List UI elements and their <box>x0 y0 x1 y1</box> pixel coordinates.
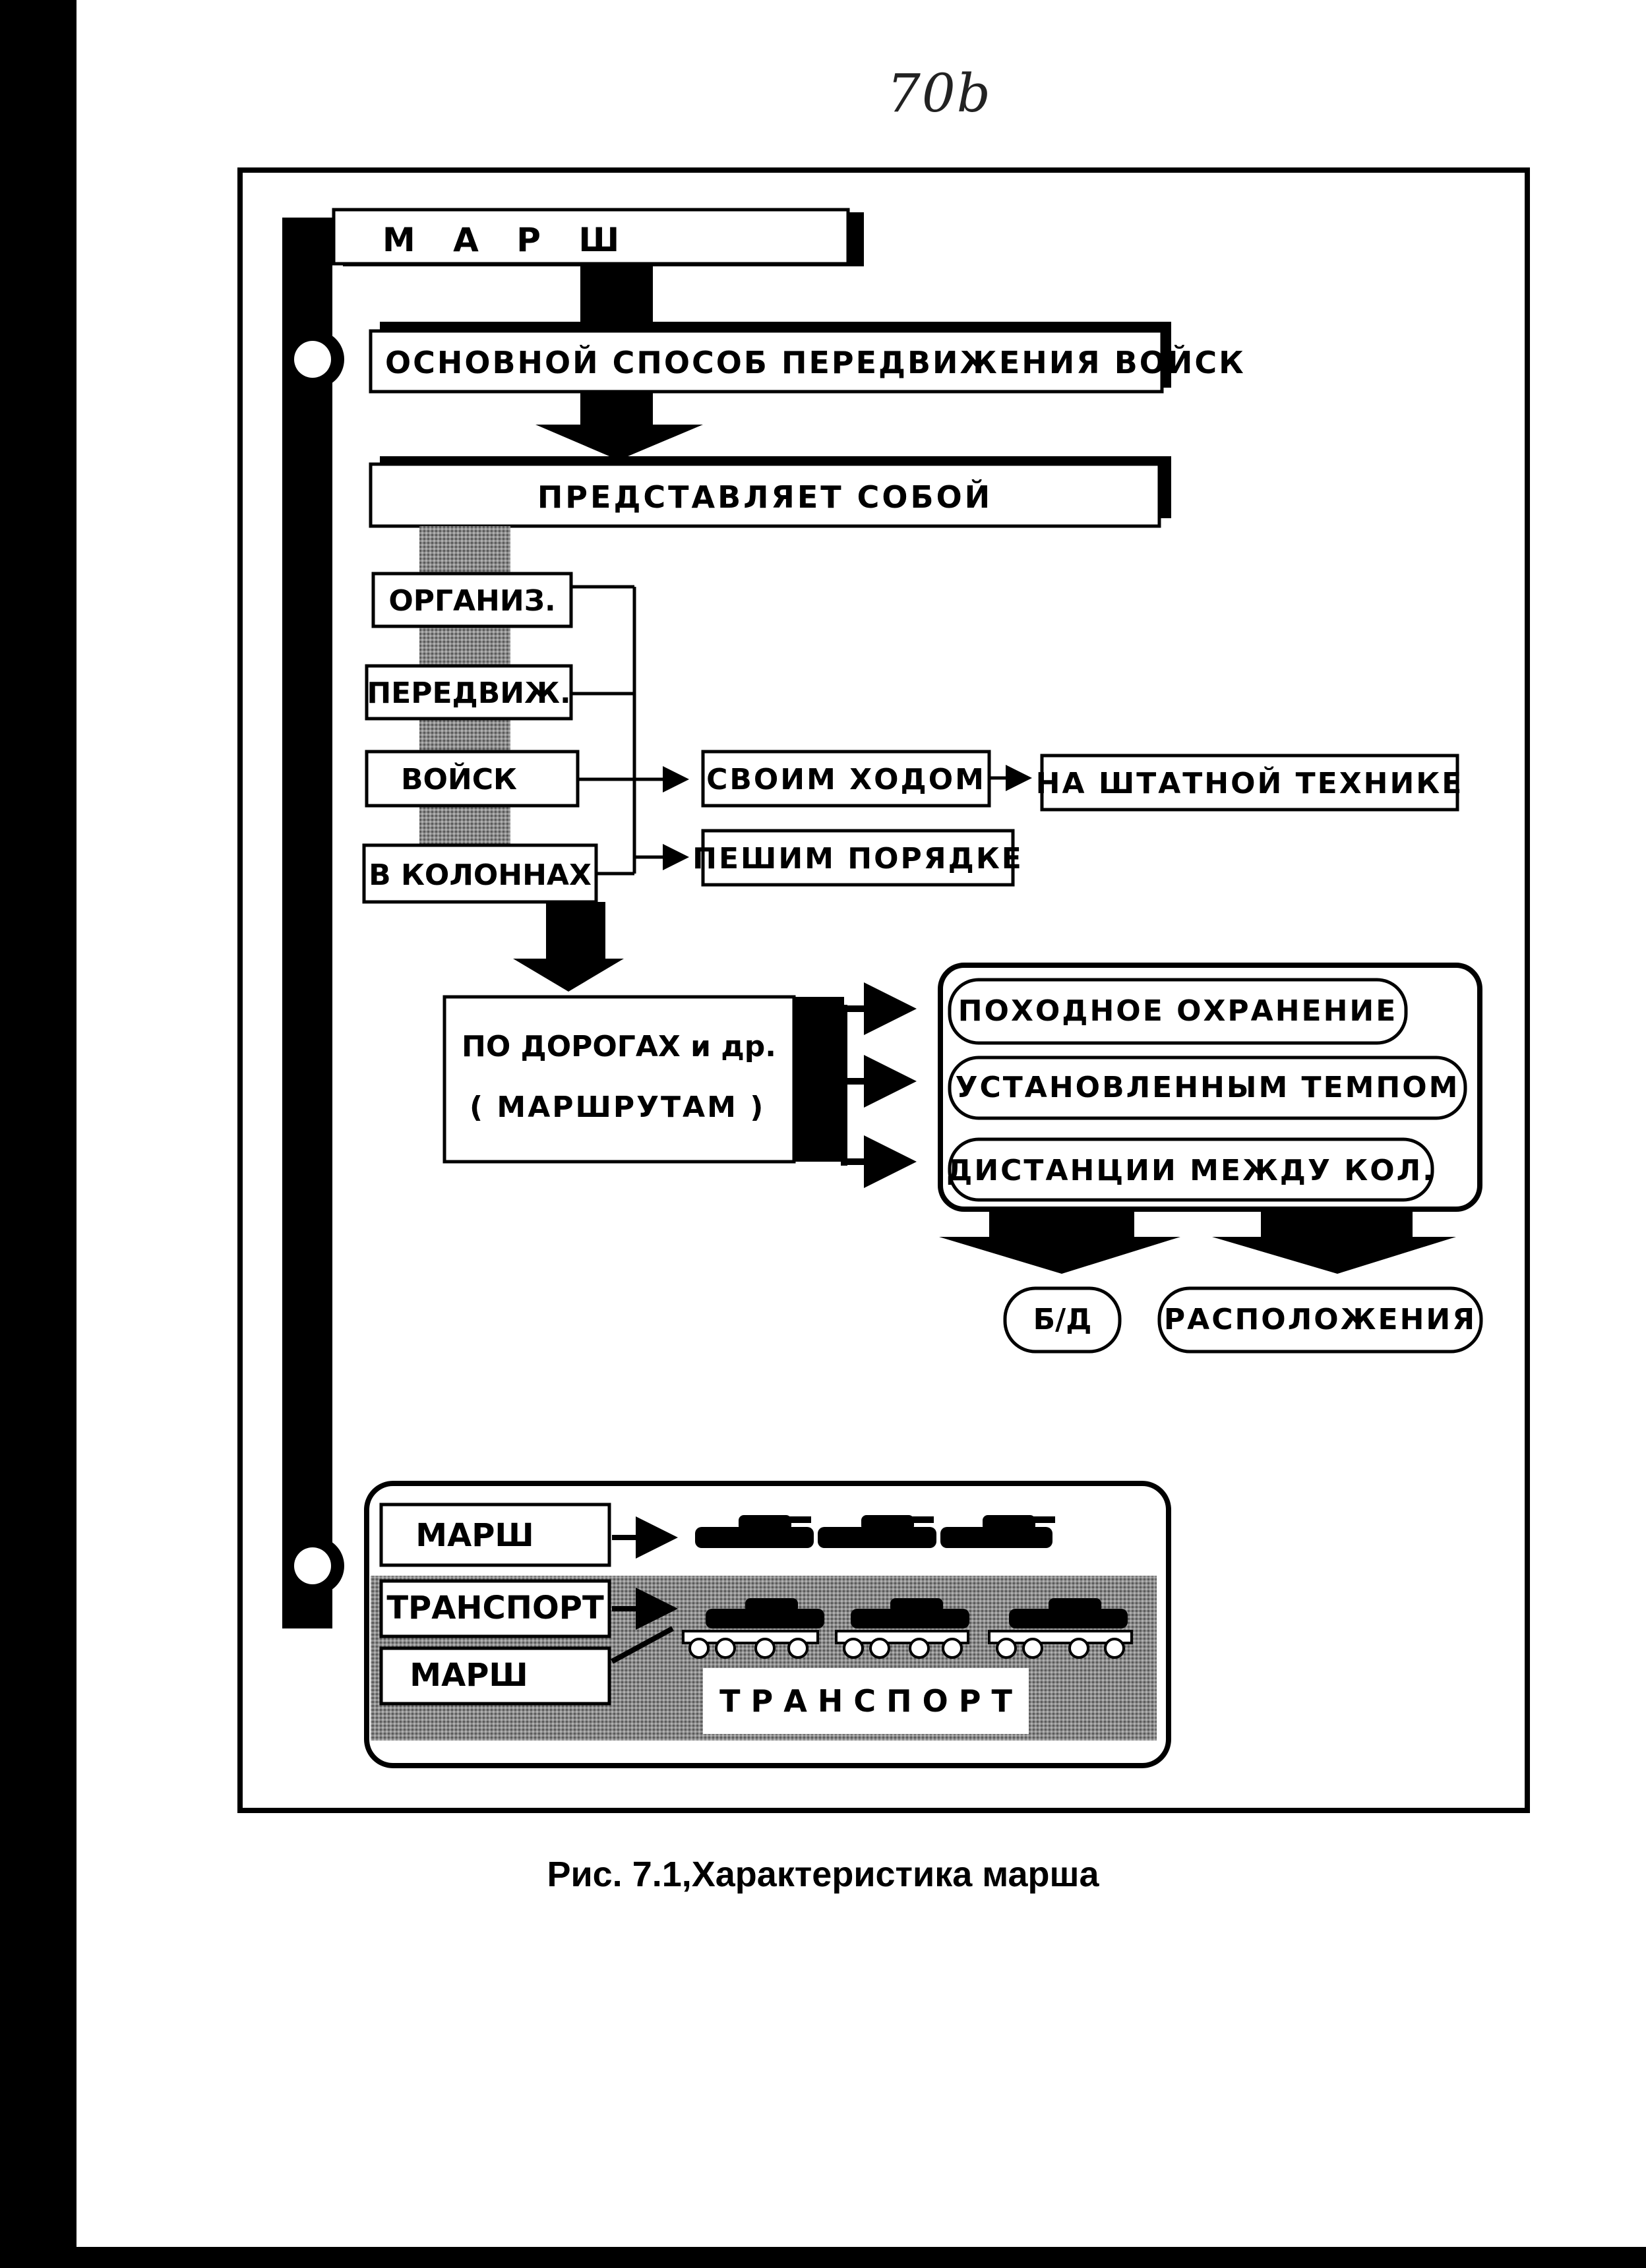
title-box <box>332 208 850 266</box>
represents-box <box>369 462 1161 528</box>
transport-label-text: Т Р А Н С П О Р Т <box>719 1683 1012 1719</box>
routes-box <box>442 995 796 1164</box>
component-box-kolonnah <box>362 843 598 904</box>
outcome-text-bd: Б/Д <box>1033 1303 1092 1336</box>
mode-text-own-power: СВОИМ ХОДОМ <box>706 763 986 796</box>
outcome-text-location: РАСПОЛОЖЕНИЯ <box>1164 1303 1477 1336</box>
diagram-frame <box>237 167 1530 1813</box>
definition-text: ОСНОВНОЙ СПОСОБ ПЕРЕДВИЖЕНИЯ ВОЙСК <box>385 345 1246 380</box>
condition-text-set-pace: УСТАНОВЛЕННЫМ ТЕМПОМ <box>956 1071 1460 1104</box>
outcome-location <box>1157 1286 1483 1354</box>
scan-left-edge <box>0 0 76 2268</box>
condition-text-distances: ДИСТАНЦИИ МЕЖДУ КОЛ. <box>946 1154 1436 1187</box>
condition-text-marching-guard: ПОХОДНОЕ ОХРАНЕНИЕ <box>958 994 1398 1028</box>
component-text-kolonnah: В КОЛОННАХ <box>369 858 592 892</box>
represents-text: ПРЕДСТАВЛЯЕТ СОБОЙ <box>537 479 992 515</box>
component-text-voisk: ВОЙСК <box>401 761 517 796</box>
vehicle-icon-row1 <box>695 1515 1055 1548</box>
component-box-peredvizh <box>365 664 573 721</box>
mode-box-own-power <box>701 750 991 808</box>
figure-caption: Рис. 7.1,Характеристика марша <box>547 1855 1099 1894</box>
conditions-branch <box>841 982 917 1188</box>
panel-row2-text: ТРАНСПОРТ <box>386 1590 604 1626</box>
panel-row3-text: МАРШ <box>410 1657 528 1694</box>
mode-box-on-foot <box>701 829 1015 887</box>
mode-text-on-equipment: НА ШТАТНОЙ ТЕХНИКЕ <box>1036 765 1464 800</box>
panel-row1-text: МАРШ <box>415 1517 533 1554</box>
panel-row3-arrow <box>611 1626 674 1664</box>
transport-vehicle-icon <box>682 1598 1133 1659</box>
panel-row2-box <box>379 1579 611 1638</box>
component-text-peredvizh: ПЕРЕДВИЖ. <box>367 676 570 710</box>
scan-bottom-edge <box>0 2247 1646 2268</box>
routes-line2: ( МАРШРУТАМ ) <box>470 1090 765 1124</box>
spine-bar <box>282 218 332 1628</box>
component-box-organiz <box>371 572 573 628</box>
mode-text-on-foot: ПЕШИМ ПОРЯДКЕ <box>692 842 1023 876</box>
components-bracket <box>571 585 1032 876</box>
component-box-voisk <box>365 750 580 808</box>
panel-row1-box <box>379 1503 611 1567</box>
condition-set-pace <box>948 1056 1467 1120</box>
mode-box-on-equipment <box>1040 754 1459 812</box>
routes-line1: ПО ДОРОГАХ и др. <box>462 1030 776 1063</box>
definition-box <box>369 329 1164 394</box>
title-text: М А Р Ш <box>382 221 632 259</box>
panel-row3-box <box>379 1646 611 1706</box>
outcome-bd <box>1003 1286 1122 1354</box>
transport-label-box <box>703 1668 1029 1734</box>
page-number: 70b <box>887 63 992 124</box>
condition-distances <box>948 1137 1434 1202</box>
component-text-organiz: ОРГАНИЗ. <box>388 584 555 618</box>
condition-marching-guard <box>948 978 1408 1045</box>
